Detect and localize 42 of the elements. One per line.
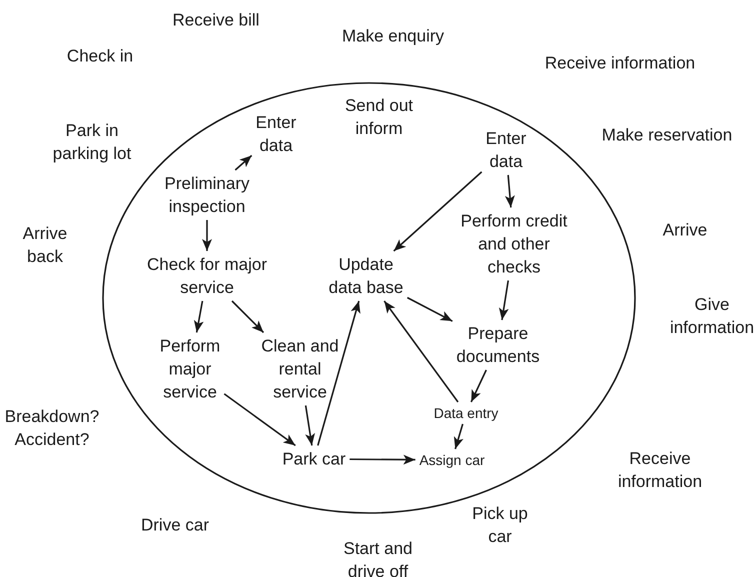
process-text: Clean and rental service [260,336,340,404]
process-text: Enter data [484,128,528,173]
process-text: Prepare documents [455,323,541,368]
activity-label: Send out inform [344,95,414,140]
arrow [406,296,453,322]
activity-label: Start and drive off [342,538,414,577]
arrow [202,220,212,251]
process-text: Data entry [432,404,500,422]
arrow [231,300,264,334]
activity-label: Breakdown? Accident? [4,406,100,451]
arrow [393,171,482,252]
activity-label: Receive information [544,52,696,74]
activity-label: Give information [668,294,756,339]
process-text: Perform credit and other checks [460,210,568,278]
process-text: Enter data [254,112,298,157]
arrow [350,454,416,465]
activity-label: Make enquiry [340,26,446,48]
process-text: Park car [281,448,347,470]
activity-label: Arrive [662,220,708,242]
activity-label: Arrive back [22,223,68,268]
process-text: Assign car [418,451,486,469]
process-text: Perform major service [158,336,222,404]
arrow [234,154,252,171]
arrow [194,300,204,333]
arrow [384,300,459,402]
arrow [454,424,464,450]
arrow [498,280,509,320]
arrow [304,405,315,446]
activity-label: Pick up car [471,503,529,548]
arrow [224,393,296,446]
activity-label: Park in parking lot [52,120,132,165]
activity-label: Receive bill [172,10,260,32]
activity-label: Drive car [140,514,210,536]
arrow [470,370,487,402]
process-text: Update data base [328,254,404,299]
arrow [504,174,515,208]
arrow [317,300,360,446]
activity-label: Check in [66,46,134,68]
activity-label: Make reservation [600,124,734,146]
process-text: Check for major service [147,254,267,299]
activity-label: Receive information [616,448,704,493]
process-text: Preliminary inspection [163,173,251,218]
